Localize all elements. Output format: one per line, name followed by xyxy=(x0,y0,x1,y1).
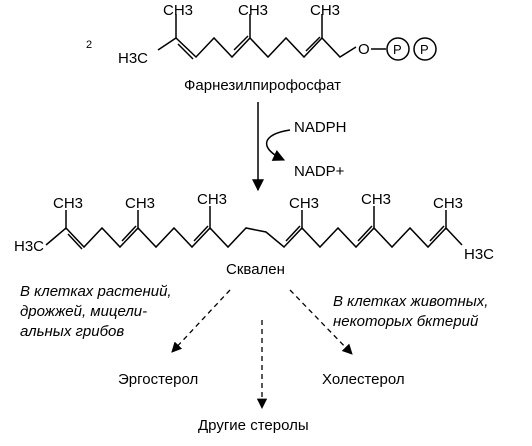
phosphate-label-2: P xyxy=(420,42,429,57)
fpp-methyl-3: CH3 xyxy=(310,2,340,19)
stoichiometry-coefficient: 2 xyxy=(86,39,92,51)
svg-text:В клетках животных,: В клетках животных, xyxy=(333,293,488,310)
arrow-to-ergosterol xyxy=(171,289,231,353)
svg-text:CH3: CH3 xyxy=(310,2,340,19)
cofactor-arrow xyxy=(265,129,291,161)
cofactor-in: NADPH xyxy=(294,119,347,136)
sq-methyl-6: CH3 xyxy=(433,195,463,212)
fpp-name: Фарнезилпирофосфат xyxy=(184,77,341,94)
right-note: В клетках животных, некоторых бктерий xyxy=(333,293,488,330)
svg-text:альных грибов: альных грибов xyxy=(20,323,124,340)
fpp-structure xyxy=(157,14,437,61)
squalene-methyl-labels: CH3 CH3 CH3 CH3 CH3 CH3 xyxy=(53,191,463,212)
svg-text:В клетках растений,: В клетках растений, xyxy=(20,283,172,300)
phosphate-circle-1 xyxy=(386,37,410,61)
fpp-oxygen-label: O xyxy=(358,41,370,58)
svg-text:CH3: CH3 xyxy=(238,2,268,19)
phosphate-label-1: P xyxy=(393,42,402,57)
phosphate-circle-2 xyxy=(413,37,437,61)
svg-text:CH3: CH3 xyxy=(125,195,155,212)
svg-text:CH3: CH3 xyxy=(433,195,463,212)
arrow-to-cholesterol xyxy=(289,289,353,355)
svg-text:CH3: CH3 xyxy=(53,195,83,212)
squalene-right-terminal: H3C xyxy=(464,246,494,263)
svg-text:CH3: CH3 xyxy=(197,191,227,208)
svg-text:CH3: CH3 xyxy=(289,195,319,212)
squalene-name: Сквален xyxy=(226,261,285,278)
squalene-left-terminal: H3C xyxy=(14,238,44,255)
fpp-terminal-label: H3C xyxy=(118,50,148,67)
svg-text:CH3: CH3 xyxy=(163,2,193,19)
fpp-methyl-1: CH3 xyxy=(163,2,193,19)
fpp-methyl-2: CH3 xyxy=(238,2,268,19)
sq-methyl-4: CH3 xyxy=(289,195,319,212)
product-ergosterol: Эргостерол xyxy=(118,371,198,388)
sq-methyl-5: CH3 xyxy=(361,191,391,208)
sq-methyl-3: CH3 xyxy=(197,191,227,208)
cofactor-out: NADP+ xyxy=(294,163,345,180)
svg-text:некоторых бктерий: некоторых бктерий xyxy=(333,313,479,330)
product-other-sterols: Другие стеролы xyxy=(198,417,309,434)
sq-methyl-1: CH3 xyxy=(53,195,83,212)
sq-methyl-2: CH3 xyxy=(125,195,155,212)
left-note: В клетках растений, дрожжей, мицели- аль… xyxy=(20,283,172,340)
fpp-methyl-labels: CH3 CH3 CH3 xyxy=(163,2,340,19)
svg-text:дрожжей, мицели-: дрожжей, мицели- xyxy=(20,303,147,320)
svg-text:CH3: CH3 xyxy=(361,191,391,208)
squalene-structure xyxy=(45,206,463,250)
product-cholesterol: Холестерол xyxy=(322,371,405,388)
